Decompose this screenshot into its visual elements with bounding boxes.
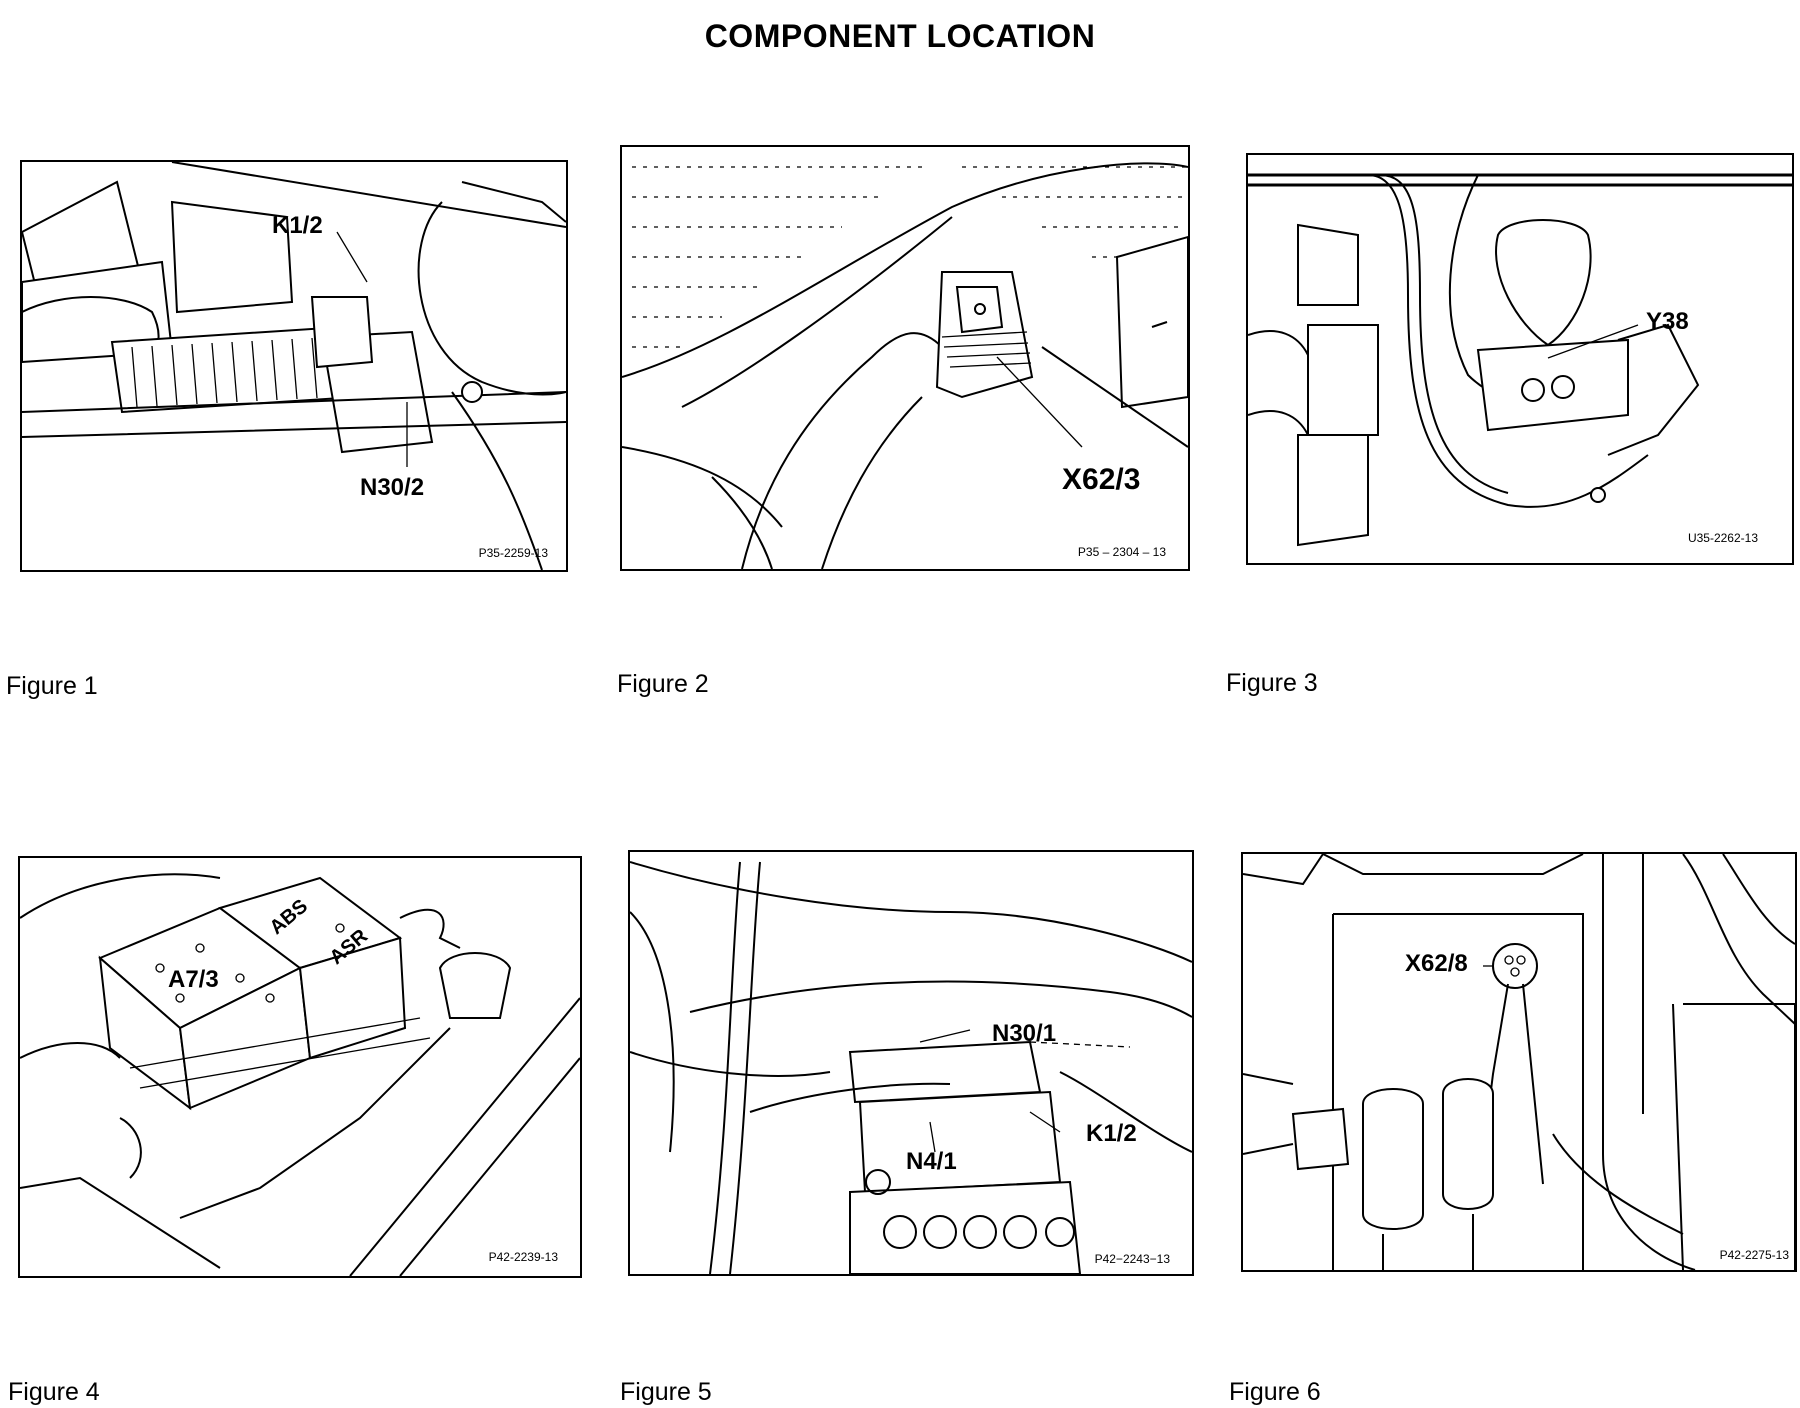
figure-4-drawing	[20, 873, 580, 1276]
figure-3-drawing	[1248, 173, 1792, 547]
figure-2-code: P35 – 2304 – 13	[1077, 545, 1166, 559]
figure-3-code: U35-2262-13	[1687, 531, 1758, 545]
figure-6-label-x62-8: X62/8	[1405, 950, 1468, 977]
figure-1-drawing	[22, 162, 566, 570]
figure-3-caption: Figure 3	[1226, 669, 1318, 697]
figure-1-label-n30-2: N30/2	[360, 474, 425, 501]
figure-2-drawing	[622, 162, 1188, 569]
figure-5-code: P42−2243−13	[1094, 1252, 1170, 1266]
figure-6-caption: Figure 6	[1229, 1378, 1321, 1406]
figure-6-code: P42-2275-13	[1719, 1248, 1789, 1262]
figure-2-caption: Figure 2	[617, 670, 709, 698]
page-title: COMPONENT LOCATION	[704, 18, 1096, 54]
figure-1-illustration: K1/2 N30/2 P35-2259-13	[20, 160, 568, 572]
figure-6-drawing	[1243, 854, 1795, 1270]
figure-1-label-k1-2: K1/2	[272, 212, 323, 239]
figure-4-label-a7-3: A7/3	[168, 966, 219, 993]
figure-3-label-y38: Y38	[1646, 308, 1689, 335]
figure-1-code: P35-2259-13	[478, 546, 548, 560]
figure-5-drawing	[630, 861, 1192, 1274]
figure-2-illustration: X62/3 P35 – 2304 – 13	[620, 145, 1190, 571]
figure-4-code: P42-2239-13	[488, 1250, 558, 1264]
figure-5-label-n4-1: N4/1	[906, 1148, 957, 1175]
figure-2-label-x62-3: X62/3	[1062, 463, 1141, 496]
figure-5-caption: Figure 5	[620, 1378, 712, 1406]
figure-3-illustration: Y38 U35-2262-13	[1246, 153, 1794, 565]
figure-5-label-k1-2: K1/2	[1086, 1120, 1137, 1147]
figure-6-illustration: X62/8 P42-2275-13	[1241, 852, 1797, 1272]
figure-1-caption: Figure 1	[6, 672, 98, 700]
figure-5-label-n30-1: N30/1	[992, 1020, 1057, 1047]
figure-5-illustration: N30/1 K1/2 N4/1 P42−2243−13	[628, 850, 1194, 1276]
figure-4-illustration: A7/3 ABS ASR P42-2239-13	[18, 856, 582, 1278]
figure-4-caption: Figure 4	[8, 1378, 100, 1406]
